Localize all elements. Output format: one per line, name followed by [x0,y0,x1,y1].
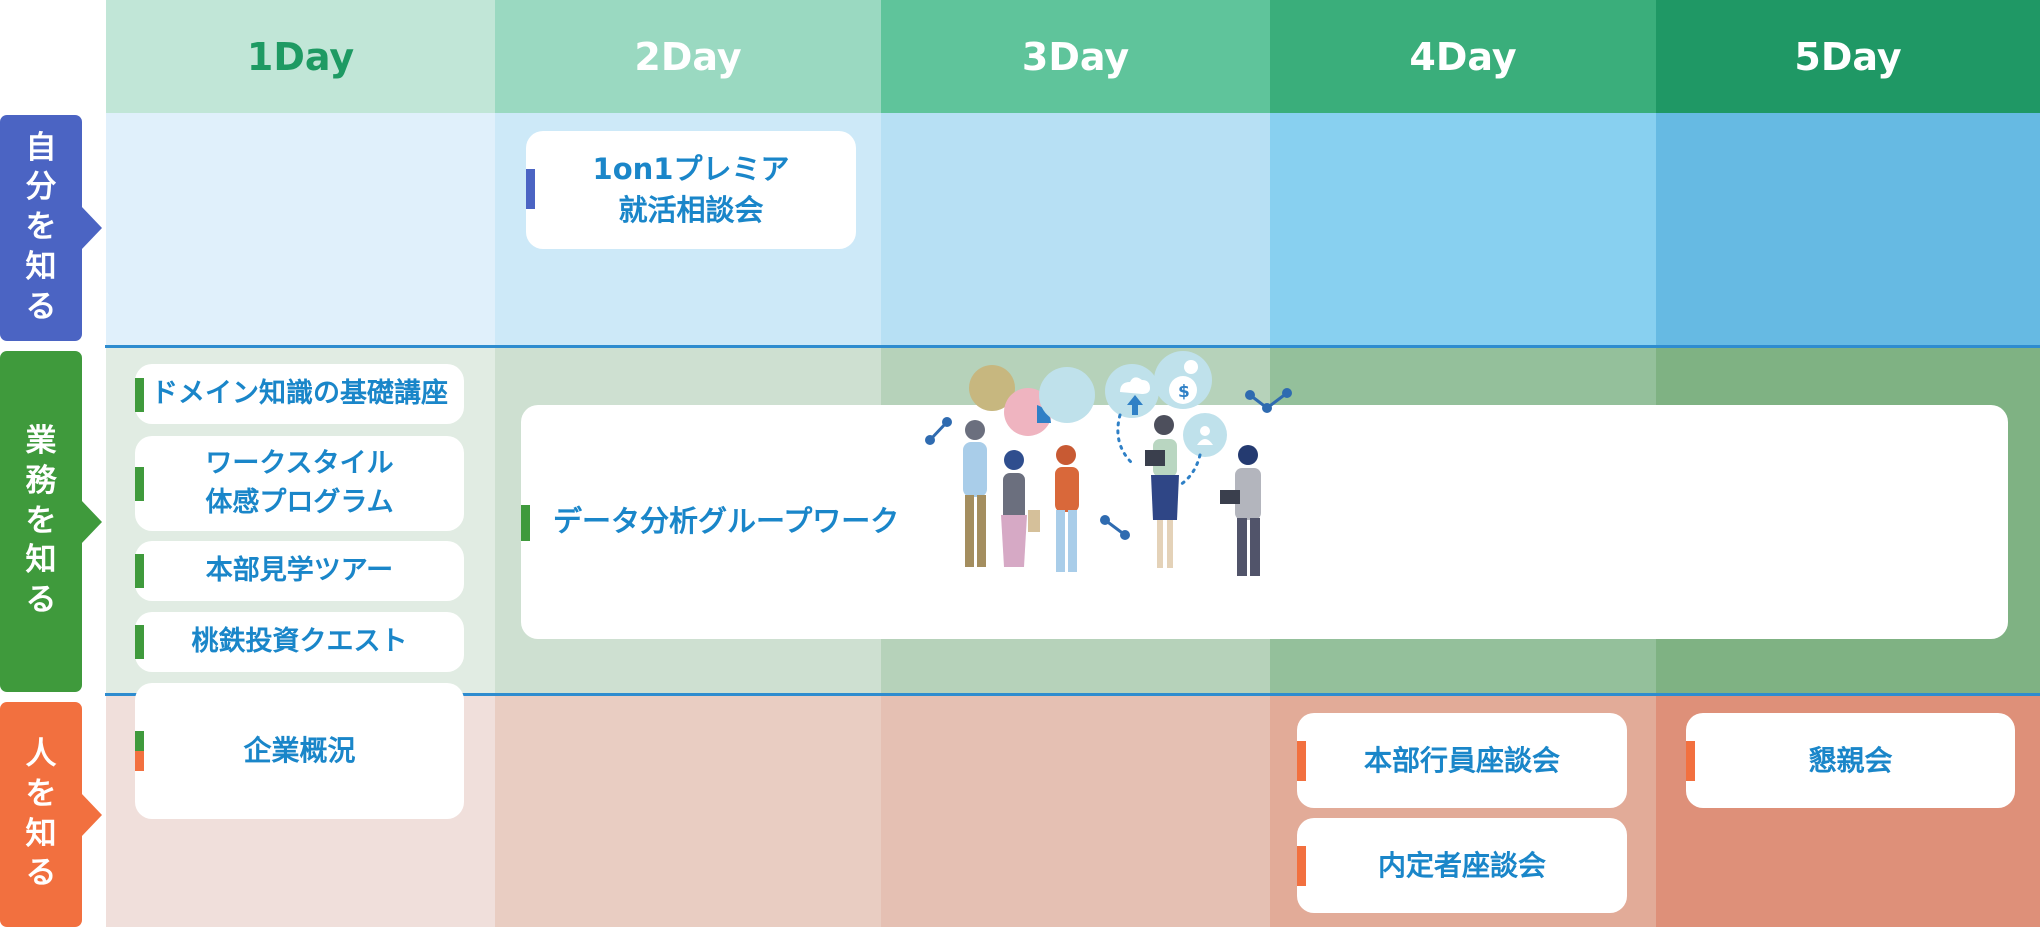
row-tab-self: 自分を知る [0,115,102,341]
row-separator-2 [105,693,2040,696]
event-company-overview: 企業概況 [135,683,464,819]
event-naitei-talk: 内定者座談会 [1297,818,1627,913]
row-tab-arrow [81,206,102,250]
event-marker [1297,846,1306,886]
event-data-analysis-groupwork: データ分析グループワーク [521,405,2008,639]
row-tab-char: 分 [25,169,57,206]
event-marker [521,505,530,541]
event-marker [135,467,144,501]
event-label: 本部行員座談会 [1363,743,1560,777]
event-hq-staff-talk: 本部行員座談会 [1297,713,1627,808]
event-label: データ分析グループワーク [553,504,900,539]
event-label: 内定者座談会 [1377,848,1546,882]
event-label: 懇親会 [1808,743,1893,777]
header-empty-corner [0,0,106,113]
row-tab-char: を [25,209,57,246]
row-tab-char: 務 [25,462,57,499]
row-tab-arrow [81,499,102,544]
day-header-1: 1Day [106,0,495,113]
event-momotetsu-quest: 桃鉄投資クエスト [135,612,464,672]
row-tab-char: 知 [25,542,57,579]
row-tab-char: 業 [25,423,57,460]
day-header-2: 2Day [495,0,881,113]
event-social-party: 懇親会 [1686,713,2015,808]
row-tab-people: 人を知る [0,702,102,927]
event-workstyle-program: ワークスタイル 体感プログラム [135,436,464,531]
svg-text:$: $ [1178,382,1190,402]
row-tab-char: る [25,582,57,618]
row-tab-char: 人 [25,736,57,773]
event-marker [135,731,144,751]
day-header-5: 5Day [1656,0,2040,113]
event-marker [135,378,144,412]
event-marker [1686,741,1695,781]
event-label: ワークスタイル 体感プログラム [205,448,394,518]
event-label: 桃鉄投資クエスト [191,625,408,657]
day-header-4: 4Day [1270,0,1656,113]
event-marker [135,751,144,771]
event-marker [135,554,144,588]
row-tab-char: 知 [25,815,57,852]
row-tab-work: 業務を知る [0,351,102,692]
event-domain-lecture: ドメイン知識の基礎講座 [135,364,464,424]
row-tab-char: る [25,288,57,325]
row-tab-work-label: 業務を知る [26,422,57,620]
event-marker [1297,741,1306,781]
row-tab-self-label: 自分を知る [26,129,57,327]
cell-self-day5 [1656,113,2040,346]
cell-self-day1 [106,113,495,346]
people-discussion-illustration: $ [925,351,1292,576]
row-tab-char: 自 [25,129,57,166]
row-tab-arrow [81,792,102,837]
event-label: 本部見学ツアー [205,554,394,586]
event-hq-tour: 本部見学ツアー [135,541,464,601]
event-label: 1on1プレミア 就活相談会 [592,151,790,227]
row-tab-char: を [25,775,57,812]
row-tab-char: る [25,855,57,892]
cell-self-day4 [1270,113,1656,346]
row-tab-people-label: 人を知る [26,735,57,894]
row-tab-char: を [25,502,57,539]
row-tab-char: 知 [25,248,57,285]
day-header-3: 3Day [881,0,1270,113]
cell-people-day2 [495,696,881,927]
event-label: 企業概況 [243,734,356,768]
event-marker [526,169,535,209]
event-premier-consult: 1on1プレミア 就活相談会 [526,131,856,249]
event-marker [135,625,144,659]
event-label: ドメイン知識の基礎講座 [151,377,448,409]
cell-people-day3 [881,696,1270,927]
cell-self-day3 [881,113,1270,346]
row-separator-1 [105,345,2040,348]
